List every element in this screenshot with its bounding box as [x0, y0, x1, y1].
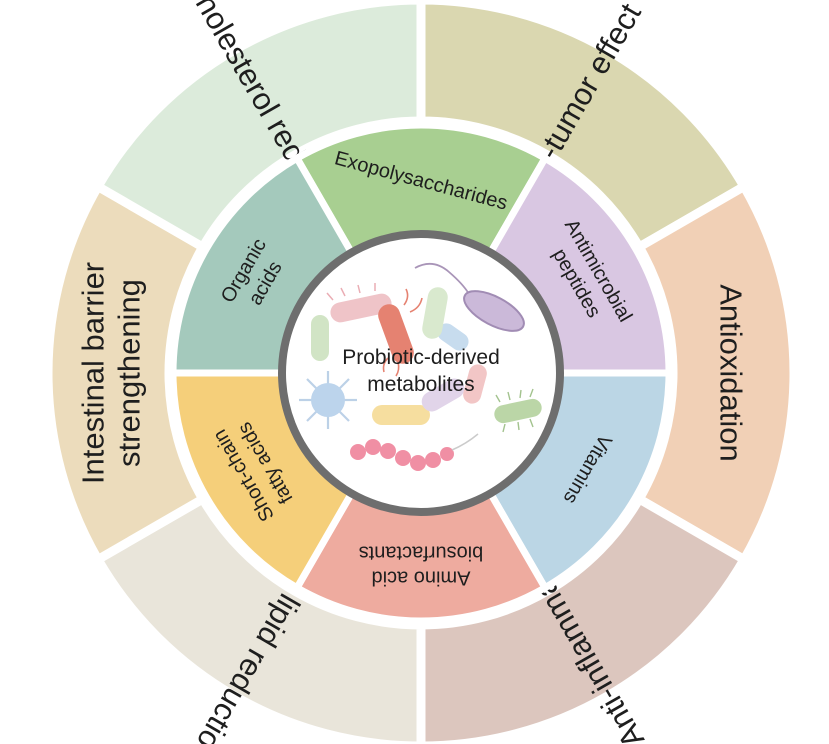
outer-label-antioxidation-0: Antioxidation: [714, 284, 749, 462]
rod-lavender-icon: [421, 378, 465, 412]
inner-label-amino-acid-1: biosurfactants: [359, 542, 484, 564]
coccus-blue-icon: [299, 371, 357, 429]
center-title-line1: Probiotic-derived: [342, 346, 500, 369]
outer-segment-blood-lipid: [91, 492, 426, 744]
outer-segment-antioxidation: [633, 180, 799, 566]
rod-blue-icon: [437, 323, 469, 351]
outer-segment-cholesterol: [91, 0, 426, 254]
rod-yellow-icon: [372, 405, 430, 425]
vibrio-purple-icon: [463, 290, 525, 332]
outer-segment-intestinal-barrier: [43, 180, 209, 566]
bacillus-red-icon: [378, 304, 414, 364]
outer-segment-anti-inflammation: [416, 492, 751, 744]
bacteria-cluster-icon: [299, 262, 542, 471]
center-disc: Probiotic-derived metabolites: [278, 230, 564, 516]
rod-palegreen-icon: [422, 287, 448, 339]
outer-segment-anti-tumor: [416, 0, 751, 254]
rod-spiky-green-icon: [494, 388, 542, 433]
outer-label-intestinal-barrier-0: Intestinal barrier: [76, 262, 111, 484]
rod-pink-icon: [330, 293, 392, 323]
streptococcus-chain-icon: [350, 439, 454, 471]
center-title-line2: metabolites: [367, 373, 474, 396]
outer-label-intestinal-barrier-1: strengthening: [112, 279, 147, 467]
inner-label-amino-acid-0: Amino acid: [372, 567, 471, 589]
inner-ring: ExopolysaccharidesAntimicrobialpeptidesV…: [169, 121, 673, 625]
rod-rose-icon: [463, 364, 487, 404]
rod-green-icon: [311, 315, 329, 361]
